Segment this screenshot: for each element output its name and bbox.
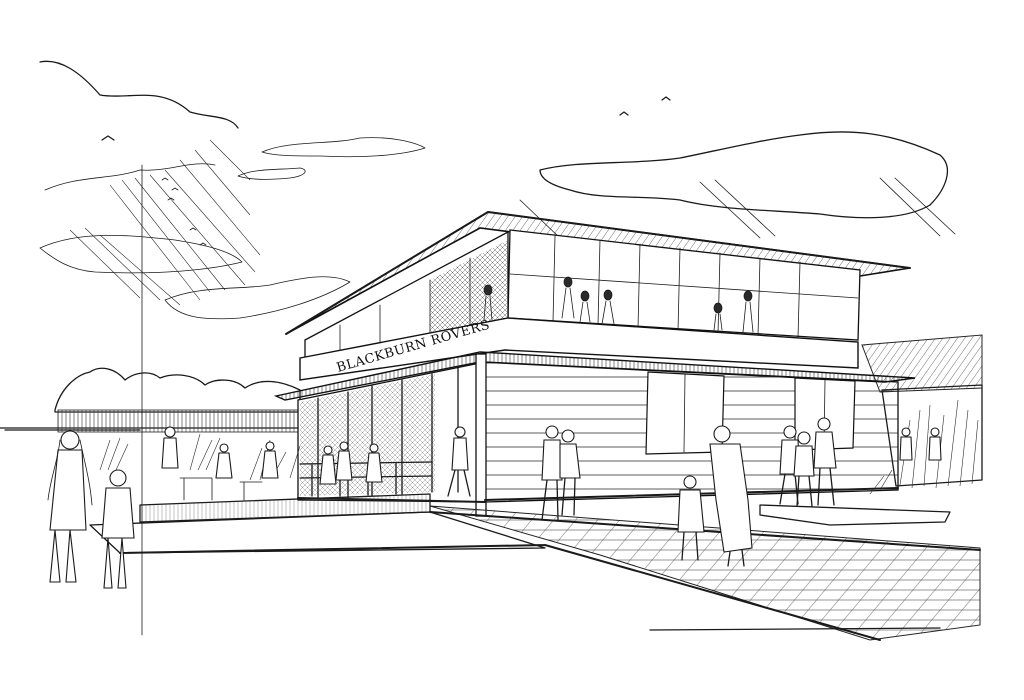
person-far-right [899, 427, 942, 461]
fence [57, 409, 299, 433]
person-woman-left [47, 430, 93, 583]
terrace [99, 426, 433, 523]
cloud-left-body [39, 163, 243, 274]
bird-1 [101, 135, 115, 141]
sky [39, 60, 956, 320]
floor-band [299, 317, 859, 381]
foreground-figures [47, 417, 942, 589]
terrace-people [161, 426, 383, 501]
cloud-mid-tiny [237, 167, 306, 180]
upper-figures [483, 276, 754, 333]
cloud-right [539, 131, 949, 219]
cloud-mid-small [261, 137, 426, 158]
rain-hatch-left [69, 139, 261, 306]
cloud-left-top [39, 60, 239, 129]
ground [4, 164, 981, 641]
person-walking-column [447, 426, 471, 497]
birds-flock [161, 177, 207, 246]
background-trees [0, 367, 301, 433]
upper-glazing [507, 229, 861, 341]
person-adult-child [677, 425, 753, 567]
bird-3 [661, 96, 671, 101]
paving [429, 505, 981, 641]
column [475, 353, 487, 517]
person-child-left [101, 469, 135, 589]
cloud-right-hatch [519, 177, 956, 239]
person-group-right [779, 417, 837, 507]
cloud-left-low [164, 276, 351, 320]
person-pair-centre [541, 425, 581, 521]
bird-2 [619, 111, 629, 116]
